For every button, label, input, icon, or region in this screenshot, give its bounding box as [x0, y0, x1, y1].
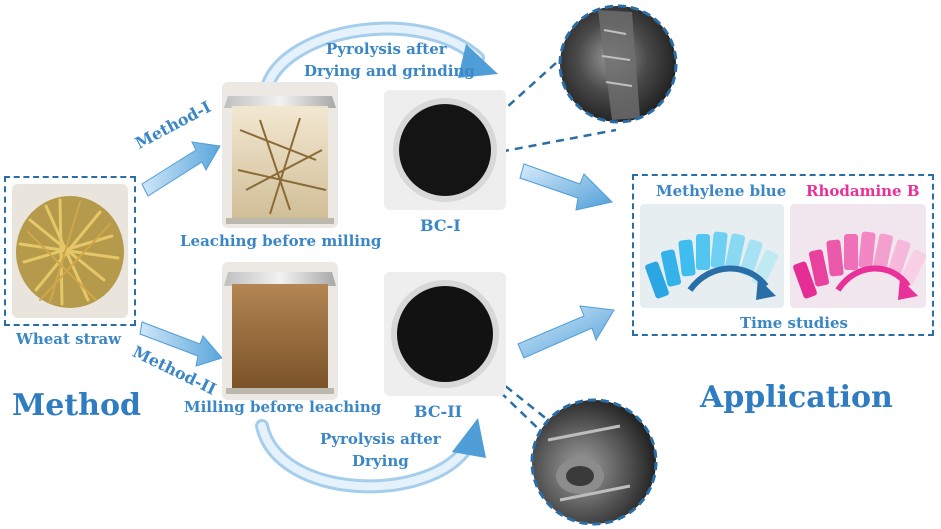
pyrolysis-bottom-label-line1: Pyrolysis after — [320, 430, 441, 448]
pyrolysis-bottom-label-line2: Drying — [352, 452, 409, 470]
bc1-label: BC-I — [420, 216, 461, 235]
application-heading: Application — [700, 380, 893, 415]
bottom-curved-arrow — [255, 418, 486, 494]
bc1-photo — [384, 90, 506, 210]
top-curved-arrow — [261, 21, 498, 91]
method2-arrow — [139, 321, 223, 367]
wheat-straw-label: Wheat straw — [16, 330, 122, 348]
methylene-blue-photo — [640, 204, 784, 308]
wheat-straw-box — [4, 176, 136, 326]
pyrolysis-top-label-line2: Drying and grinding — [304, 62, 475, 80]
bc2-to-application-arrow — [517, 305, 615, 359]
sem-image-bottom — [530, 398, 658, 526]
rhodamine-b-photo — [790, 204, 927, 308]
sem-image-top — [558, 4, 678, 124]
beaker-bottom-photo — [222, 262, 338, 400]
time-studies-label: Time studies — [740, 314, 848, 332]
bc2-label: BC-II — [414, 402, 463, 421]
method1-arrow — [141, 141, 221, 197]
methylene-blue-label: Methylene blue — [656, 182, 787, 200]
leaching-before-milling-label: Leaching before milling — [180, 232, 382, 250]
wheat-straw-photo — [12, 184, 128, 318]
bc2-photo — [384, 272, 506, 396]
application-box — [632, 174, 934, 336]
pyrolysis-top-label-line1: Pyrolysis after — [326, 40, 447, 58]
rhodamine-b-label: Rhodamine B — [806, 182, 920, 200]
bc1-to-application-arrow — [519, 163, 613, 211]
method-heading: Method — [12, 388, 141, 423]
beaker-top-photo — [222, 82, 338, 228]
milling-before-leaching-label: Milling before leaching — [184, 398, 382, 416]
